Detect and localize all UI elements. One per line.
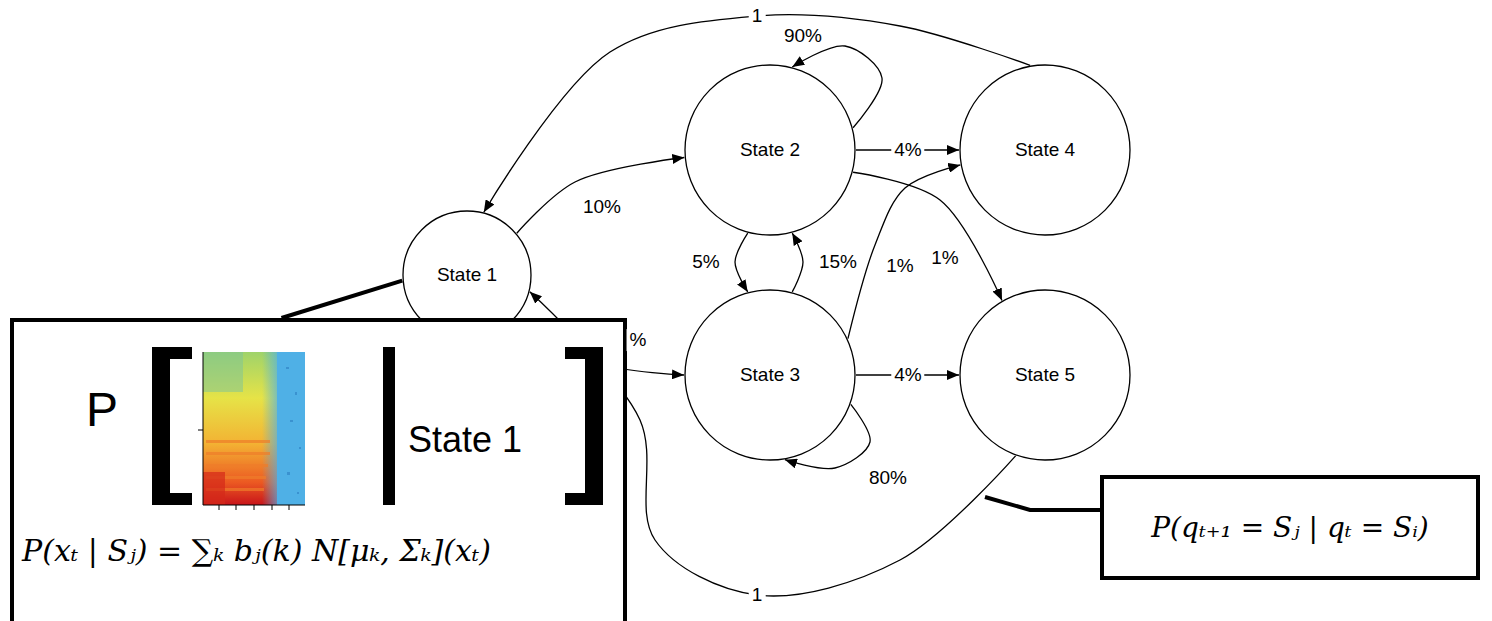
- state-node: State 4: [959, 64, 1131, 236]
- spectrogram-noise: [286, 367, 301, 494]
- state-node: State 2: [684, 64, 856, 236]
- spectrogram-patch: [203, 352, 243, 392]
- transition-callout-box: P(qₜ₊₁ = Sⱼ | qₜ = Sᵢ): [1100, 475, 1480, 580]
- spectrogram-low-band: [203, 472, 225, 505]
- transition-probability: %: [627, 329, 650, 351]
- probability-symbol: P: [86, 384, 118, 437]
- emission-callout-box: P State 1 P(xₜ | Sⱼ) = ∑ₖ bⱼ(k) N[μₖ, Σₖ](…: [10, 318, 627, 621]
- state-node: State 3: [684, 289, 856, 461]
- transition-arrow: [856, 374, 959, 375]
- state-label: State 3: [740, 364, 800, 387]
- transition-probability: 15%: [816, 251, 860, 273]
- transition-arrow: [848, 165, 960, 339]
- spectrogram-illustration: [14, 322, 623, 621]
- transition-arrow: [517, 157, 685, 233]
- state-label: State 4: [1015, 139, 1075, 162]
- state-node: State 5: [959, 289, 1131, 461]
- transition-probability: 1: [749, 5, 766, 27]
- emission-formula: P(xₜ | Sⱼ) = ∑ₖ bⱼ(k) N[μₖ, Σₖ](xₜ): [22, 534, 491, 567]
- transition-probability: 90%: [781, 25, 825, 47]
- transition-probability: 80%: [866, 467, 910, 489]
- transition-probability: 5%: [689, 251, 722, 273]
- left-bracket: [152, 347, 192, 505]
- leader-line: [985, 497, 1100, 510]
- transition-arrow: [856, 149, 959, 150]
- transition-formula: P(qₜ₊₁ = Sⱼ | qₜ = Sᵢ): [1151, 511, 1429, 545]
- transition-arrow: [792, 233, 803, 292]
- state-circle: [685, 65, 855, 235]
- transition-probability: 10%: [580, 196, 624, 218]
- transition-arrow: [735, 233, 748, 292]
- state-label: State 1: [437, 264, 497, 287]
- spectrogram-fade: [262, 352, 284, 505]
- spectrogram-axes: [198, 352, 305, 510]
- spectrogram-background: [203, 352, 305, 505]
- right-bracket: [565, 347, 603, 505]
- transition-probability: 1%: [928, 247, 961, 269]
- transition-probability: 1: [749, 584, 766, 606]
- state-circle: [685, 290, 855, 460]
- state-name: State 1: [408, 420, 522, 460]
- transition-probability: 4%: [891, 139, 924, 161]
- state-circle: [960, 290, 1130, 460]
- transition-probability: 1%: [883, 255, 916, 277]
- transition-probability: 4%: [891, 364, 924, 386]
- conditional-bar: [383, 347, 395, 505]
- state-circle: [960, 65, 1130, 235]
- state-label: State 5: [1015, 364, 1075, 387]
- state-label: State 2: [740, 139, 800, 162]
- leader-line: [281, 281, 402, 318]
